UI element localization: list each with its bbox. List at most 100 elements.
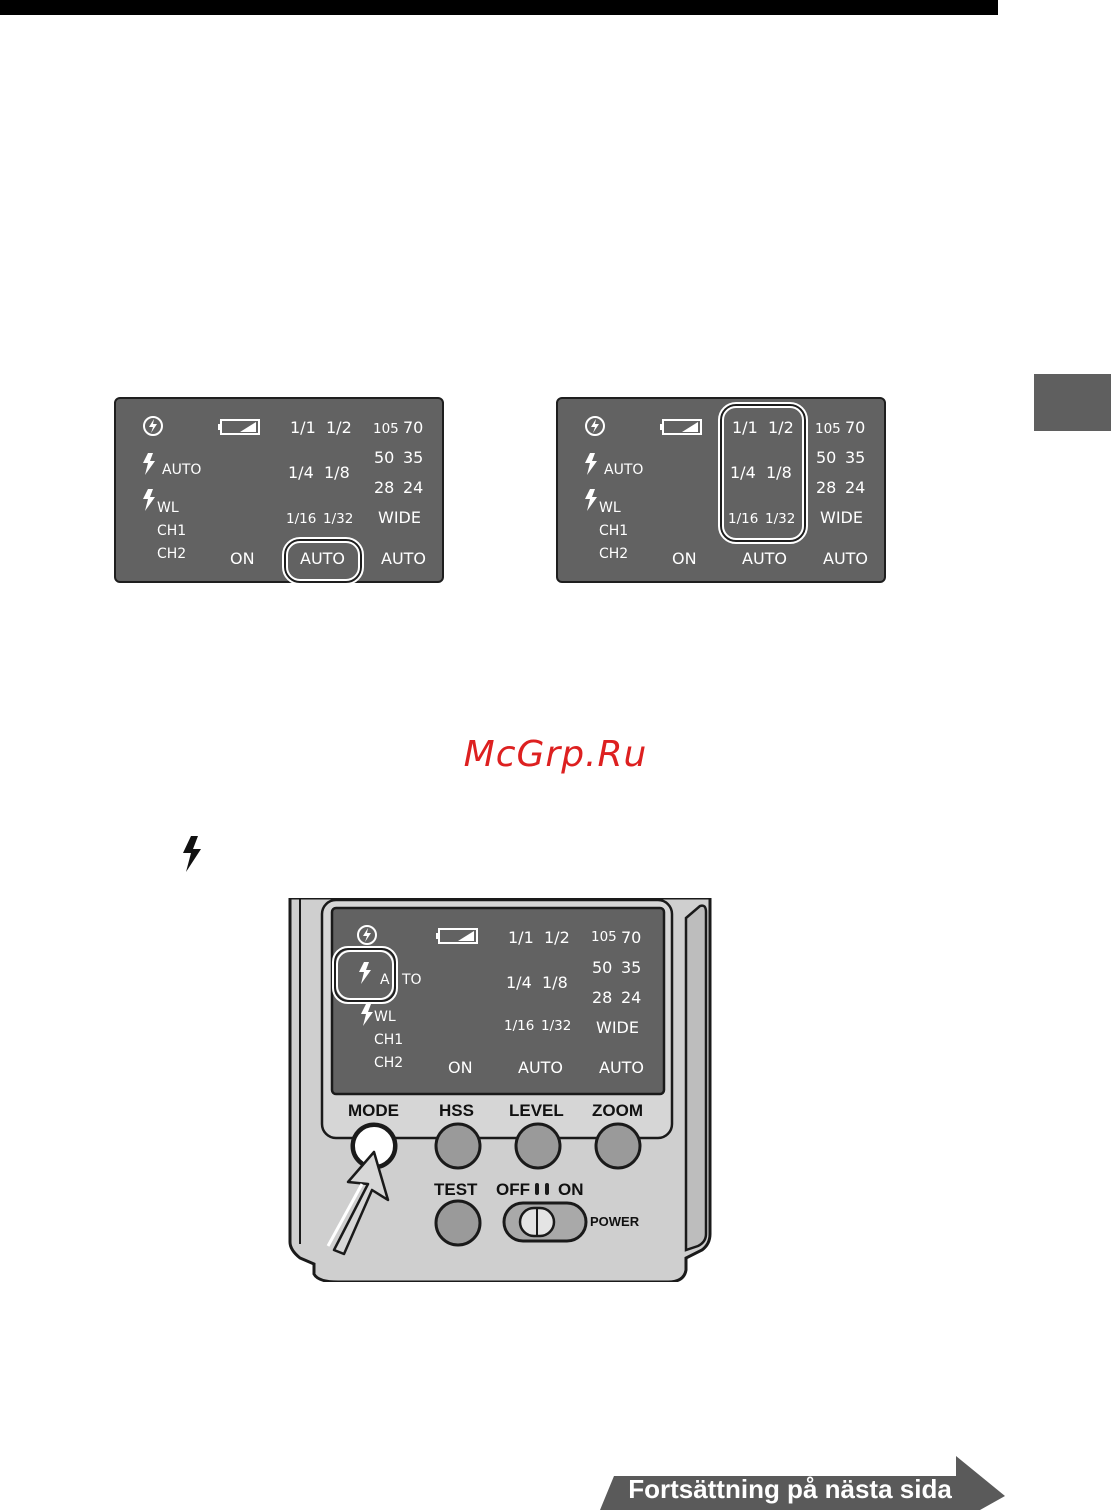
flash-bolt-icon bbox=[143, 453, 155, 475]
flash-bolt-icon bbox=[359, 962, 371, 984]
flash-off-icon bbox=[357, 925, 377, 945]
level-1-8: 1/8 bbox=[542, 973, 568, 992]
hss-button-label: HSS bbox=[439, 1101, 474, 1120]
flash-bolt-icon bbox=[585, 489, 597, 511]
mode-auto-label: AUTO bbox=[604, 462, 644, 478]
level-1-32: 1/32 bbox=[323, 511, 354, 527]
level-1-32: 1/32 bbox=[541, 1018, 572, 1034]
section-tab bbox=[1034, 374, 1111, 431]
header-bar bbox=[0, 0, 998, 15]
zoom-50: 50 bbox=[816, 448, 837, 467]
flash-off-icon bbox=[585, 416, 605, 436]
level-button-label: LEVEL bbox=[509, 1101, 564, 1120]
zoom-28: 28 bbox=[816, 478, 837, 497]
level-1-2: 1/2 bbox=[326, 418, 352, 437]
ch1-label: CH1 bbox=[157, 523, 187, 539]
hss-on-label: ON bbox=[448, 1058, 473, 1077]
zoom-50: 50 bbox=[374, 448, 395, 467]
zoom-70: 70 bbox=[845, 418, 866, 437]
zoom-28: 28 bbox=[374, 478, 395, 497]
hss-button[interactable] bbox=[436, 1124, 480, 1168]
flash-off-icon bbox=[143, 416, 163, 436]
flash-bolt-icon bbox=[585, 453, 597, 475]
ch1-label: CH1 bbox=[374, 1032, 404, 1048]
mode-auto-partial-to: TO bbox=[402, 972, 422, 988]
zoom-auto-label: AUTO bbox=[599, 1058, 645, 1077]
zoom-70: 70 bbox=[403, 418, 424, 437]
mode-button-label: MODE bbox=[348, 1101, 399, 1120]
zoom-35: 35 bbox=[621, 958, 642, 977]
hss-on-label: ON bbox=[672, 549, 697, 568]
zoom-35: 35 bbox=[403, 448, 424, 467]
highlight-ring bbox=[718, 402, 808, 544]
lcd-panel-level-auto: AUTO WL CH1 CH2 ON 1/1 1/2 1/4 1/8 1/16 … bbox=[114, 397, 444, 585]
level-1-8: 1/8 bbox=[766, 463, 792, 482]
zoom-button[interactable] bbox=[596, 1124, 640, 1168]
mode-button[interactable] bbox=[352, 1124, 396, 1168]
flash-bolt-icon bbox=[183, 836, 201, 872]
zoom-24: 24 bbox=[621, 988, 642, 1007]
level-button[interactable] bbox=[516, 1124, 560, 1168]
level-1-16: 1/16 bbox=[728, 511, 759, 527]
level-1-1: 1/1 bbox=[290, 418, 316, 437]
zoom-button-label: ZOOM bbox=[592, 1101, 643, 1120]
level-1-4: 1/4 bbox=[288, 463, 314, 482]
zoom-105: 105 bbox=[591, 929, 617, 945]
ch1-label: CH1 bbox=[599, 523, 629, 539]
mode-auto-label: AUTO bbox=[162, 462, 202, 478]
zoom-wide: WIDE bbox=[820, 508, 863, 527]
ch2-label: CH2 bbox=[599, 546, 629, 562]
level-1-2: 1/2 bbox=[544, 928, 570, 947]
zoom-35: 35 bbox=[845, 448, 866, 467]
highlight-ring bbox=[332, 946, 398, 1004]
level-1-1: 1/1 bbox=[508, 928, 534, 947]
level-1-16: 1/16 bbox=[504, 1018, 535, 1034]
ch2-label: CH2 bbox=[157, 546, 187, 562]
zoom-auto-label: AUTO bbox=[381, 549, 427, 568]
watermark: McGrp.Ru bbox=[463, 734, 648, 775]
hss-on-label: ON bbox=[230, 549, 255, 568]
zoom-28: 28 bbox=[592, 988, 613, 1007]
power-switch[interactable] bbox=[504, 1203, 586, 1241]
zoom-24: 24 bbox=[845, 478, 866, 497]
zoom-auto-label: AUTO bbox=[823, 549, 869, 568]
zoom-105: 105 bbox=[373, 421, 399, 437]
mode-wl-label: WL bbox=[374, 1009, 396, 1025]
level-1-4: 1/4 bbox=[506, 973, 532, 992]
zoom-24: 24 bbox=[403, 478, 424, 497]
mode-auto-partial-a: A bbox=[380, 972, 390, 988]
power-off-label: OFF bbox=[496, 1180, 530, 1199]
flash-bolt-icon bbox=[143, 489, 155, 511]
zoom-105: 105 bbox=[815, 421, 841, 437]
level-auto-label: AUTO bbox=[518, 1058, 564, 1077]
zoom-wide: WIDE bbox=[596, 1018, 639, 1037]
mode-wl-label: WL bbox=[599, 500, 621, 516]
power-on-label: ON bbox=[558, 1180, 584, 1199]
level-1-4: 1/4 bbox=[730, 463, 756, 482]
battery-icon bbox=[218, 419, 260, 435]
level-1-1: 1/1 bbox=[732, 418, 758, 437]
battery-icon bbox=[436, 928, 478, 944]
level-auto-label: AUTO bbox=[742, 549, 788, 568]
power-label: POWER bbox=[590, 1214, 640, 1229]
highlight-ring bbox=[282, 537, 364, 585]
device-lcd: A TO WL CH1 CH2 ON 1/1 1/2 1/4 1/8 1/16 … bbox=[332, 908, 664, 1094]
test-button-label: TEST bbox=[434, 1180, 478, 1199]
level-1-32: 1/32 bbox=[765, 511, 796, 527]
lcd-panel-level-ratios: AUTO WL CH1 CH2 ON 1/1 1/2 1/4 1/8 1/16 … bbox=[556, 397, 886, 583]
zoom-70: 70 bbox=[621, 928, 642, 947]
level-1-8: 1/8 bbox=[324, 463, 350, 482]
battery-icon bbox=[660, 419, 702, 435]
flash-unit-back-panel: A TO WL CH1 CH2 ON 1/1 1/2 1/4 1/8 1/16 … bbox=[288, 898, 714, 1282]
zoom-wide: WIDE bbox=[378, 508, 421, 527]
flash-bolt-icon bbox=[361, 1004, 373, 1026]
zoom-50: 50 bbox=[592, 958, 613, 977]
test-button[interactable] bbox=[436, 1201, 480, 1245]
ch2-label: CH2 bbox=[374, 1055, 404, 1071]
mode-wl-label: WL bbox=[157, 500, 179, 516]
continue-text: Fortsättning på nästa sida bbox=[628, 1474, 952, 1504]
level-1-16: 1/16 bbox=[286, 511, 317, 527]
level-1-2: 1/2 bbox=[768, 418, 794, 437]
level-auto-label: AUTO bbox=[300, 549, 346, 568]
continue-arrow bbox=[600, 1456, 1005, 1510]
